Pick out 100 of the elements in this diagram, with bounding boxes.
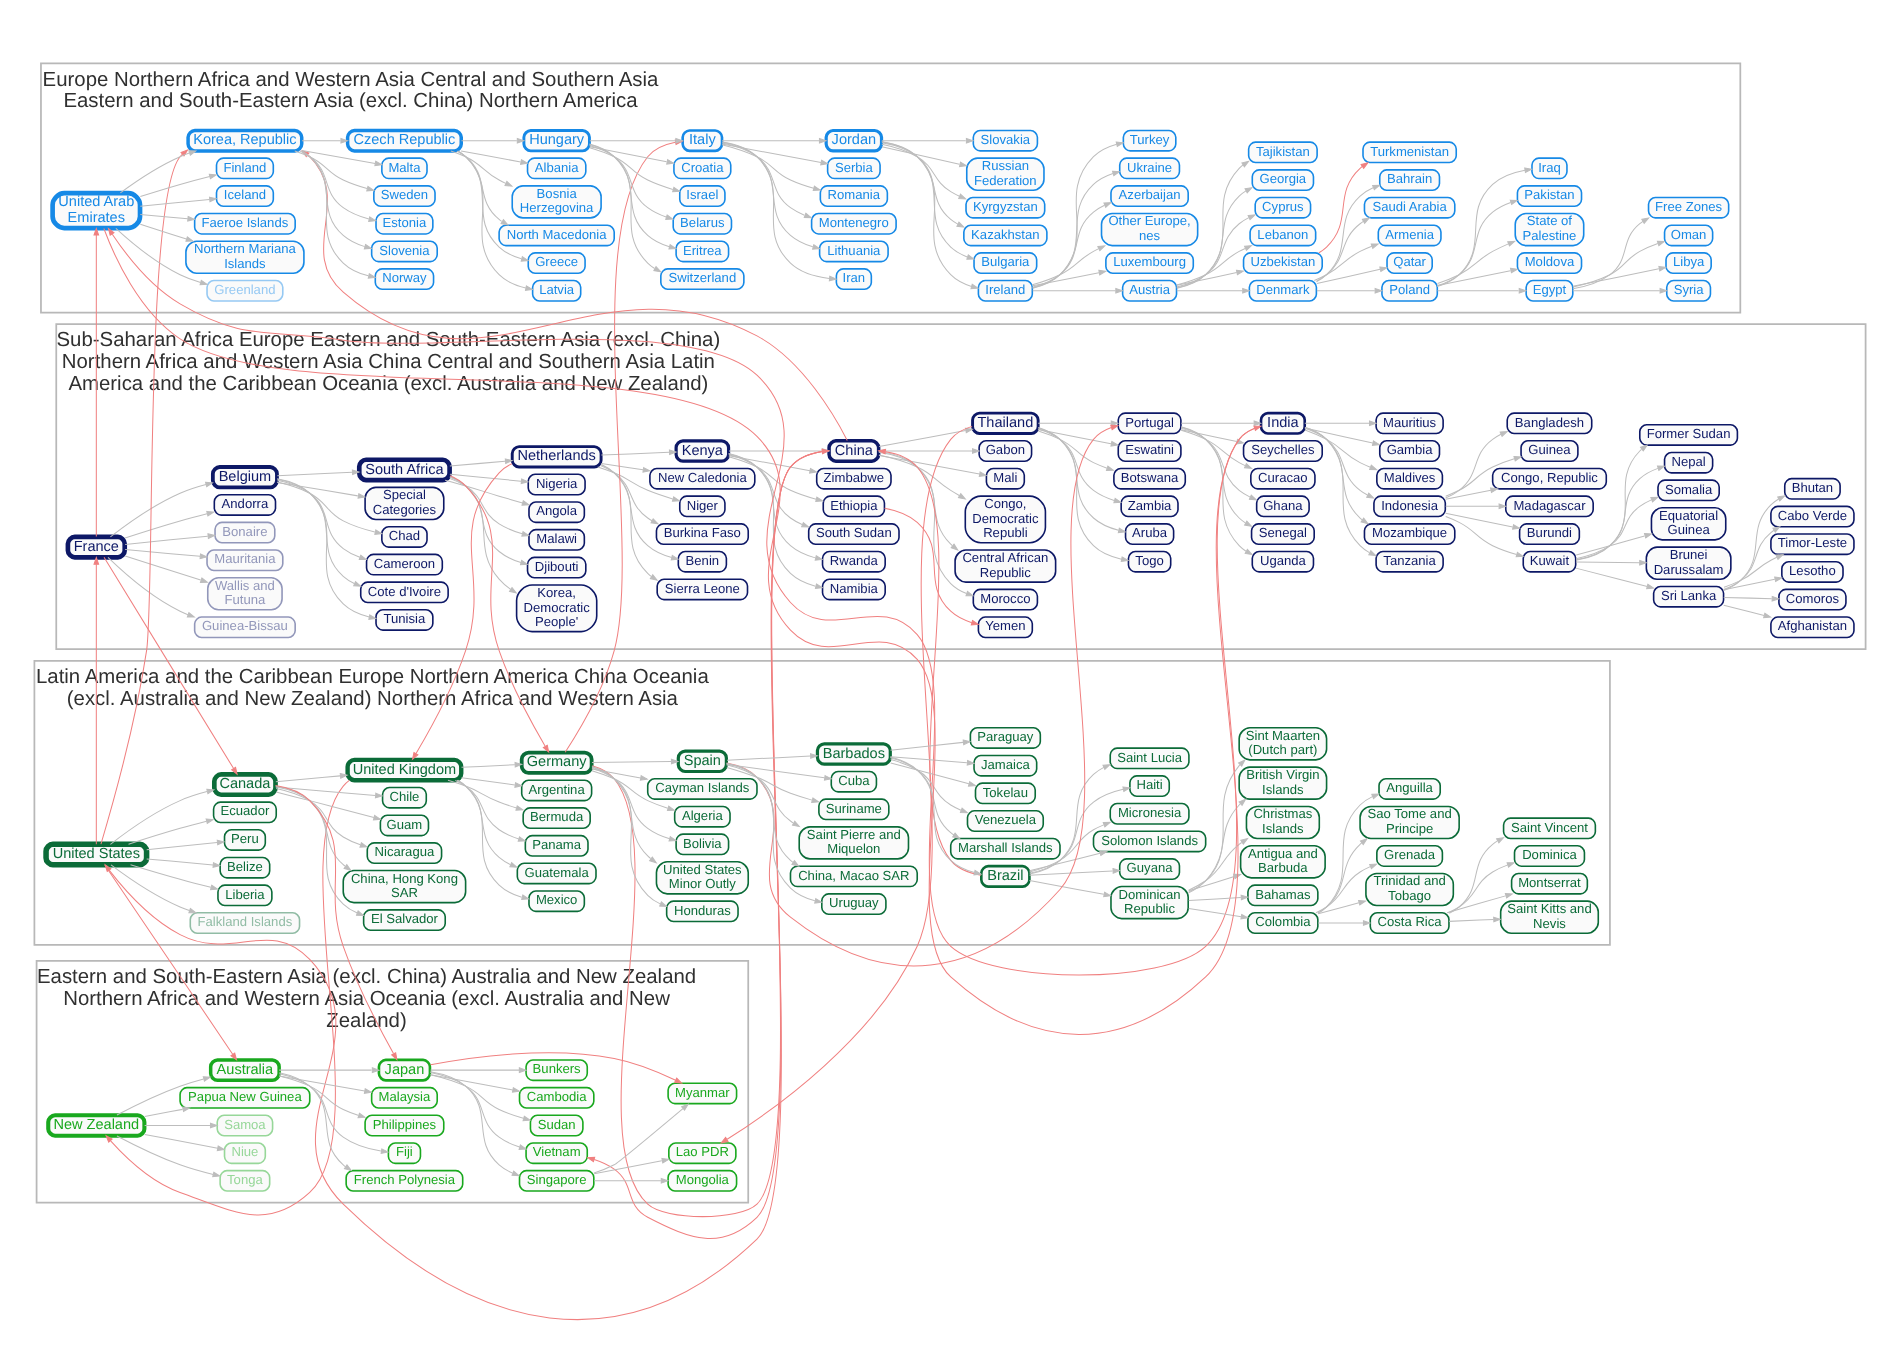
- arrow: [728, 452, 824, 590]
- node-box: Canada: [212, 772, 278, 798]
- arrow: [721, 144, 822, 192]
- arrow: [1032, 170, 1121, 289]
- arrow: [276, 481, 384, 535]
- arrow: [588, 143, 663, 273]
- arrow: [878, 454, 967, 500]
- arrow: [591, 770, 676, 812]
- arrow: [1032, 202, 1113, 288]
- node-box: China: [827, 439, 881, 463]
- arrow: [1572, 265, 1668, 287]
- arrow: [1304, 427, 1370, 525]
- node-box: Germany: [519, 750, 594, 775]
- arrow: [1315, 217, 1371, 282]
- arrow: [461, 777, 524, 788]
- arrow: [1188, 758, 1246, 894]
- arrow: [728, 455, 818, 474]
- arrow: [144, 1122, 219, 1129]
- arrow: [890, 762, 977, 787]
- arrow: [591, 767, 678, 842]
- arrow: [275, 787, 369, 848]
- arrow: [278, 1073, 390, 1155]
- arrow: [1436, 199, 1519, 287]
- arrow: [1037, 427, 1127, 534]
- node-box: Netherlands: [510, 445, 603, 469]
- arrow: [457, 150, 530, 262]
- node-box: Italy: [681, 129, 724, 153]
- arrow: [1176, 186, 1254, 289]
- arrow: [591, 766, 658, 864]
- arrow: [146, 858, 222, 868]
- arrow: [726, 753, 819, 761]
- arrow: [728, 453, 824, 561]
- arrow: [1572, 217, 1650, 290]
- arrow: [726, 766, 821, 803]
- arrow: [1436, 167, 1534, 288]
- arrow: [591, 758, 680, 765]
- arrow: [458, 150, 534, 291]
- arrow: [1317, 793, 1381, 915]
- node-box: Czech Republic: [345, 128, 463, 153]
- node-box: India: [1259, 411, 1307, 435]
- arrow: [139, 196, 218, 207]
- node-box: Brazil: [980, 864, 1031, 888]
- arrow: [110, 864, 198, 914]
- arrow: [124, 533, 217, 545]
- arrow: [1029, 880, 1113, 898]
- arrow: [449, 476, 518, 594]
- arrow: [890, 739, 972, 751]
- arrow: [278, 1075, 367, 1119]
- arrow: [1316, 266, 1389, 284]
- arrow: [116, 1076, 212, 1116]
- arrow: [301, 137, 350, 144]
- arrow: [124, 510, 216, 539]
- arrow: [1188, 837, 1249, 891]
- arrow: [128, 818, 215, 845]
- arrow: [1448, 916, 1502, 923]
- node-box: Barbados: [815, 742, 892, 766]
- arrow: [449, 476, 529, 566]
- node-box: United Kingdom: [345, 757, 464, 783]
- arrow: [881, 141, 976, 260]
- arrow: [1445, 430, 1509, 499]
- node-box: Jordan: [824, 128, 884, 153]
- arrow: [589, 144, 678, 250]
- arrow: [881, 146, 968, 168]
- arrow: [725, 764, 801, 828]
- arrow: [454, 779, 527, 842]
- arrow: [278, 1072, 353, 1172]
- arrow: [1304, 429, 1379, 471]
- node-box: New Zealand: [46, 1113, 147, 1138]
- arrow: [719, 425, 973, 1144]
- arrow: [721, 141, 838, 282]
- arrow: [124, 549, 209, 560]
- node-box: Belgium: [210, 465, 279, 490]
- arrow: [109, 788, 216, 845]
- arrow: [721, 143, 830, 166]
- arrow: [1723, 553, 1785, 588]
- arrow: [1317, 837, 1369, 914]
- arrow: [1448, 836, 1505, 914]
- node-box: Japan: [377, 1058, 432, 1082]
- arrow: [429, 1072, 528, 1150]
- arrow: [1723, 595, 1781, 602]
- arrow: [275, 786, 352, 872]
- arrow: [1446, 893, 1514, 914]
- arrow: [589, 147, 682, 193]
- arrow: [276, 479, 368, 561]
- arrow: [115, 227, 209, 286]
- arrow: [275, 784, 398, 1061]
- arrow: [721, 137, 828, 144]
- arrow: [1188, 798, 1247, 893]
- arrow: [1304, 427, 1381, 446]
- arrow: [430, 1074, 521, 1093]
- arrow: [144, 1133, 226, 1152]
- arrow: [1318, 161, 1370, 254]
- arrow: [1188, 873, 1243, 892]
- node-box: United States: [43, 841, 150, 868]
- arrow: [1572, 287, 1669, 294]
- arrow: [1180, 426, 1253, 527]
- arrow: [591, 766, 669, 907]
- arrow: [1029, 764, 1112, 875]
- arrow: [1304, 420, 1378, 427]
- arrow: [589, 146, 676, 165]
